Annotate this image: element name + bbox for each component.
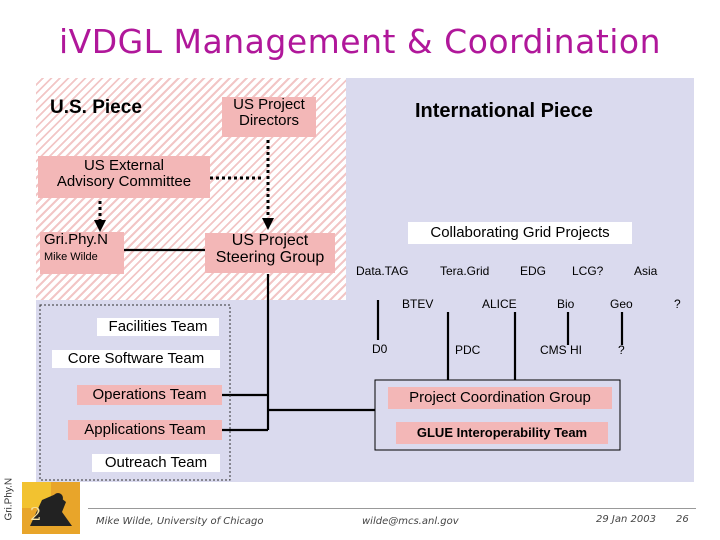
project-geo: Geo	[610, 297, 633, 311]
steering-line2: Steering Group	[215, 248, 325, 266]
project-pdc: PDC	[455, 343, 481, 357]
griphyn-logo: 2	[22, 482, 80, 534]
project-asia: Asia	[634, 264, 658, 278]
slide-title: iVDGL Management & Coordination	[58, 22, 662, 61]
footer-author: Mike Wilde, University of Chicago	[96, 516, 264, 527]
project-lcg: LCG?	[572, 264, 604, 278]
logo-wordmark: Gri.Phy.N	[3, 477, 15, 521]
advisory-line1: US External	[83, 157, 165, 174]
outreach-team-box: Outreach Team	[92, 454, 220, 472]
international-piece-label: International Piece	[415, 100, 593, 122]
svg-text:2: 2	[30, 504, 41, 525]
arrowhead-steering	[262, 218, 274, 230]
coordination-frame	[374, 379, 621, 451]
project-coordination-group-box: Project Coordination Group	[388, 387, 612, 409]
project-btev: BTEV	[402, 297, 434, 311]
facilities-team-box: Facilities Team	[97, 318, 219, 336]
directors-line1: US Project	[233, 96, 305, 113]
footer-rule	[88, 508, 696, 509]
project-cmshi: CMS HI	[540, 343, 582, 357]
project-edg: EDG	[520, 264, 547, 278]
core-software-team-box: Core Software Team	[52, 350, 220, 368]
collaborating-grid-projects-box: Collaborating Grid Projects	[408, 222, 632, 244]
footer-date: 29 Jan 2003	[596, 514, 656, 525]
project-datatag: Data.TAG	[356, 264, 409, 278]
us-project-directors-box: US Project Directors	[222, 97, 316, 137]
operations-team-box: Operations Team	[77, 385, 222, 405]
directors-line2: Directors	[238, 111, 299, 129]
griphyn-label: Gri.Phy.N	[44, 231, 108, 248]
arrowhead-griphyn	[94, 220, 106, 232]
griphyn-sub: Mike Wilde	[44, 250, 98, 263]
teams-frame	[39, 304, 231, 481]
glue-interoperability-team-box: GLUE Interoperability Team	[396, 422, 608, 444]
international-piece-region	[346, 78, 694, 300]
us-project-steering-box: US Project Steering Group	[205, 232, 335, 273]
project-unknown-1: ?	[674, 297, 681, 311]
steering-line1: US Project	[231, 232, 309, 249]
advisory-line2: Advisory Committee	[56, 172, 192, 190]
footer-email: wilde@mcs.anl.gov	[362, 516, 459, 527]
us-external-advisory-box: US External Advisory Committee	[38, 156, 210, 198]
project-bio: Bio	[557, 297, 575, 311]
page-number: 26	[676, 514, 689, 525]
project-d0: D0	[372, 342, 388, 356]
us-piece-label: U.S. Piece	[50, 97, 142, 118]
project-teragrid: Tera.Grid	[440, 264, 490, 278]
project-alice: ALICE	[482, 297, 517, 311]
griphyn-box: Gri.Phy.N Mike Wilde	[40, 232, 124, 274]
applications-team-box: Applications Team	[68, 420, 222, 440]
project-unknown-2: ?	[618, 343, 625, 357]
